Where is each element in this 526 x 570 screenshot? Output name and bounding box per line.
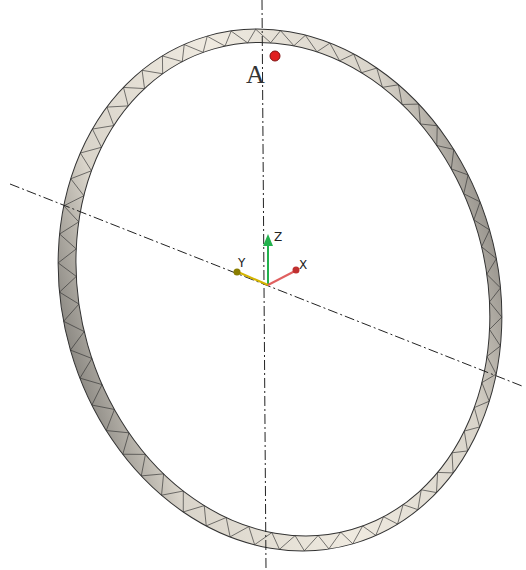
mesh-edge xyxy=(301,534,329,556)
mesh-edge xyxy=(431,468,457,492)
mesh-edge xyxy=(120,70,147,94)
mesh-edge xyxy=(184,36,211,57)
mesh-edge xyxy=(397,81,419,109)
mesh-edge xyxy=(123,448,151,479)
mesh-edge xyxy=(162,489,189,516)
mesh-edge xyxy=(51,231,79,263)
mesh-edge xyxy=(140,56,167,79)
mesh-edge xyxy=(229,526,255,550)
mesh-edge xyxy=(80,373,107,406)
mesh-edge xyxy=(462,427,485,451)
mesh-edge xyxy=(92,399,120,432)
mesh-edge xyxy=(470,201,490,233)
mesh-edge xyxy=(325,530,352,551)
mesh-edge xyxy=(206,518,232,543)
mesh-edge xyxy=(56,288,83,321)
mesh-edge xyxy=(70,345,96,378)
mesh-edge xyxy=(141,470,169,499)
mesh-edge xyxy=(231,24,259,46)
mesh-edge xyxy=(207,29,234,50)
mesh-edge xyxy=(65,151,92,178)
mesh-edge xyxy=(413,486,440,510)
axis-label: Y xyxy=(238,256,245,270)
mesh-edge xyxy=(330,38,355,62)
mesh-edge xyxy=(446,148,468,179)
mesh-edge xyxy=(377,64,399,90)
mesh-edge xyxy=(487,317,509,347)
mesh-edge xyxy=(256,23,283,46)
mesh-edge xyxy=(52,259,80,292)
mesh-edge xyxy=(88,107,114,132)
mesh-edge xyxy=(183,506,210,531)
mesh-edge xyxy=(483,259,504,291)
mesh-edge xyxy=(393,501,420,524)
mesh-edge xyxy=(277,534,304,557)
mesh-edge xyxy=(474,401,496,427)
mesh-edge xyxy=(281,24,308,48)
mesh-edge xyxy=(62,317,88,350)
point-label: A xyxy=(246,60,265,90)
mesh-edge xyxy=(349,523,376,544)
mesh-edge xyxy=(432,123,454,153)
mesh-edge xyxy=(106,425,134,457)
mesh-edge xyxy=(354,49,377,73)
mesh-edge xyxy=(103,87,129,111)
mesh-edge xyxy=(52,203,80,234)
mesh-edge xyxy=(459,174,480,206)
mesh-edge xyxy=(75,128,102,153)
axis-label: Z xyxy=(274,230,282,244)
mesh-edge xyxy=(487,288,509,319)
mesh-edge xyxy=(448,449,473,473)
mesh-edge xyxy=(305,29,331,53)
mesh-edge xyxy=(57,177,85,206)
axis-label: X xyxy=(299,258,307,272)
mesh-edge xyxy=(415,101,437,130)
mesh-edge xyxy=(481,374,503,402)
mesh-edge xyxy=(371,514,399,536)
mesh-edge xyxy=(485,346,507,375)
mesh-edge xyxy=(478,230,498,262)
mesh-edge xyxy=(161,45,189,67)
